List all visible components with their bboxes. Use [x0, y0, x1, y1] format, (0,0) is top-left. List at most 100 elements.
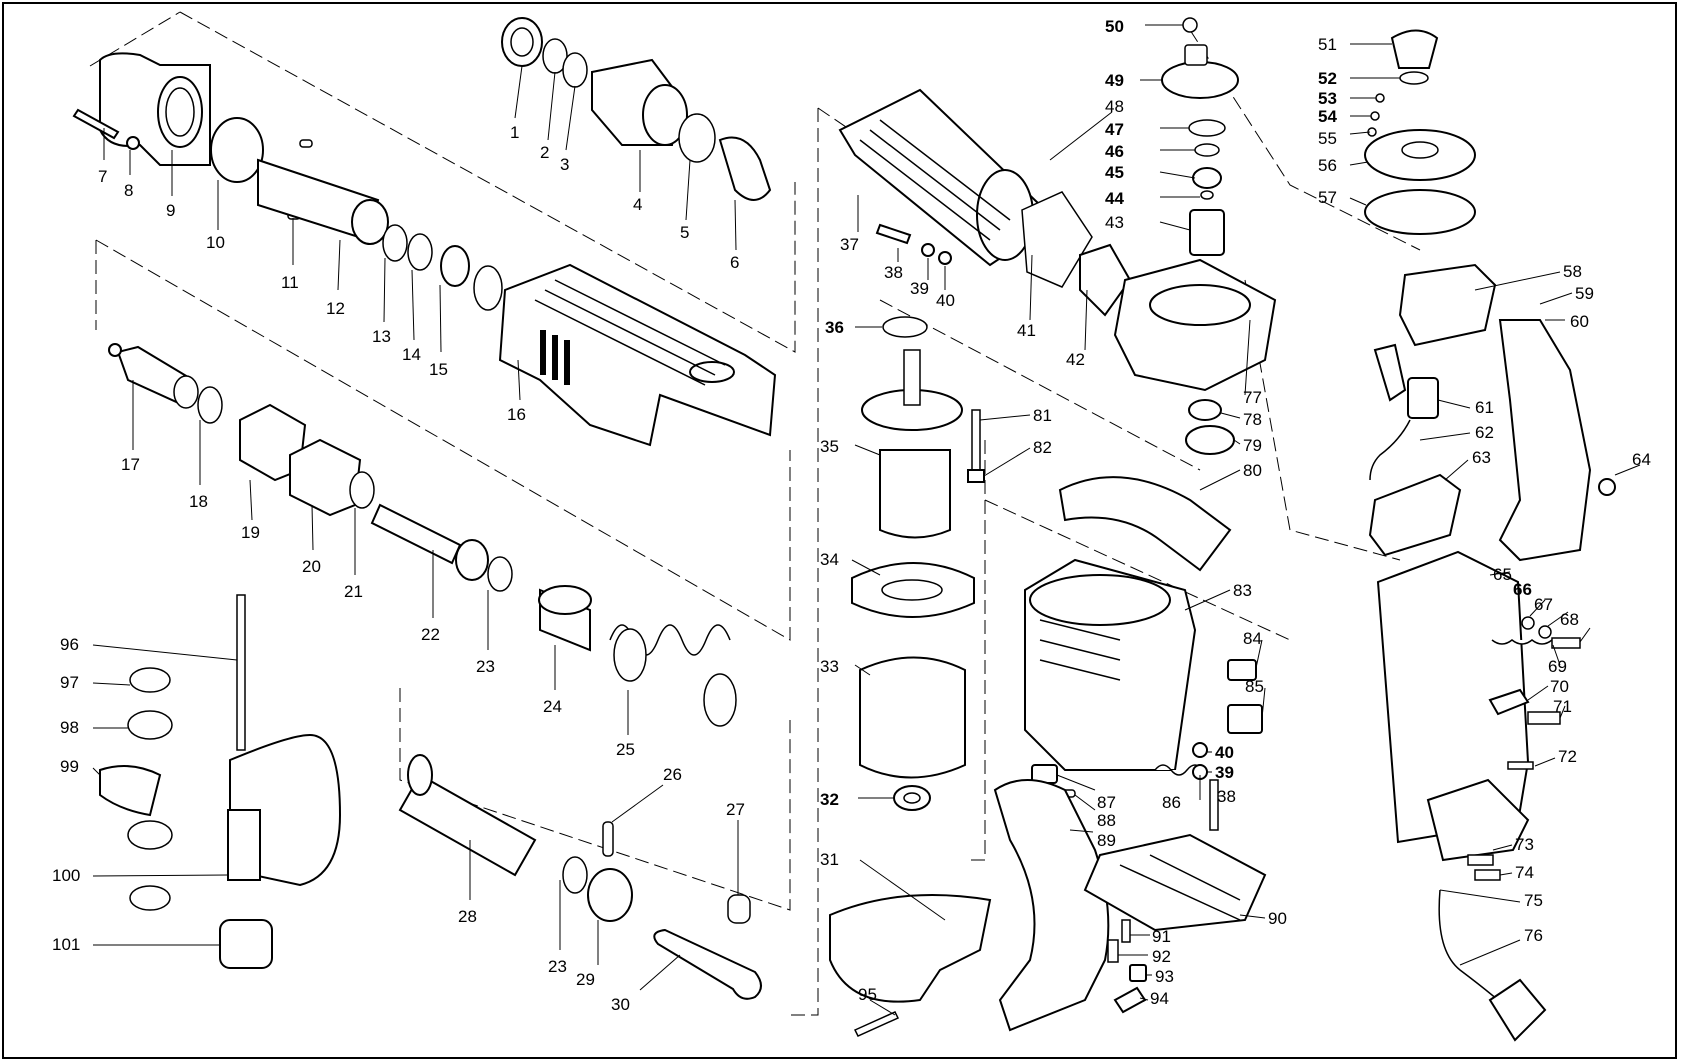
part-label: 85: [1245, 677, 1264, 696]
part-label: 12: [326, 299, 345, 318]
part-label: 94: [1150, 989, 1169, 1008]
part-label: 62: [1475, 423, 1494, 442]
part-label: 99: [60, 757, 79, 776]
part-label: 89: [1097, 831, 1116, 850]
part-label: 18: [189, 492, 208, 511]
part-label: 98: [60, 718, 79, 737]
part-label: 28: [458, 907, 477, 926]
part-label: 19: [241, 523, 260, 542]
part-label: 48: [1105, 97, 1124, 116]
part-shapes: [72, 17, 1616, 1042]
part-label: 3: [560, 155, 569, 174]
part-label: 68: [1560, 610, 1579, 629]
part-label: 9: [166, 201, 175, 220]
part-label: 40: [936, 291, 955, 310]
part-label: 37: [840, 235, 859, 254]
part-label: 75: [1524, 891, 1543, 910]
part-label: 79: [1243, 436, 1262, 455]
part-label: 13: [372, 327, 391, 346]
part-label: 29: [576, 970, 595, 989]
part-label: 38: [884, 263, 903, 282]
part-label: 31: [820, 850, 839, 869]
part-label: 16: [507, 405, 526, 424]
part-label: 39: [910, 279, 929, 298]
part-label: 65: [1493, 565, 1512, 584]
part-label: 50: [1105, 17, 1124, 36]
part-label: 41: [1017, 321, 1036, 340]
part-label: 47: [1105, 120, 1124, 139]
part-label: 17: [121, 455, 140, 474]
part-label: 83: [1233, 581, 1252, 600]
part-label: 96: [60, 635, 79, 654]
part-label: 92: [1152, 947, 1171, 966]
part-label: 11: [281, 273, 299, 292]
part-label: 97: [60, 673, 79, 692]
part-label: 15: [429, 360, 448, 379]
part-label: 76: [1524, 926, 1543, 945]
part-label: 80: [1243, 461, 1262, 480]
part-label: 64: [1632, 450, 1651, 469]
part-label: 22: [421, 625, 440, 644]
part-label: 72: [1558, 747, 1577, 766]
part-label: 34: [820, 550, 839, 569]
part-label: 54: [1318, 107, 1337, 126]
part-label: 77: [1243, 388, 1262, 407]
part-label: 95: [858, 985, 877, 1004]
part-label: 2: [540, 143, 549, 162]
part-label: 14: [402, 345, 421, 364]
part-label: 42: [1066, 350, 1085, 369]
part-label: 88: [1097, 811, 1116, 830]
part-label: 45: [1105, 163, 1124, 182]
part-label: 58: [1563, 262, 1582, 281]
part-label: 24: [543, 697, 562, 716]
part-label: 8: [124, 181, 133, 200]
part-label: 60: [1570, 312, 1589, 331]
leader-lines: [92, 24, 1641, 1016]
part-label: 57: [1318, 188, 1337, 207]
part-label: 87: [1097, 793, 1116, 812]
part-label: 36: [825, 318, 844, 337]
part-label: 66: [1513, 580, 1532, 599]
part-label: 71: [1553, 697, 1572, 716]
part-label: 5: [680, 223, 689, 242]
part-label: 20: [302, 557, 321, 576]
part-label: 1: [510, 123, 519, 142]
part-label: 4: [633, 195, 642, 214]
part-label: 23: [476, 657, 495, 676]
part-label: 63: [1472, 448, 1491, 467]
part-label: 81: [1033, 406, 1052, 425]
part-label: 56: [1318, 156, 1337, 175]
part-label: 90: [1268, 909, 1287, 928]
part-label: 61: [1475, 398, 1494, 417]
part-label: 38: [1217, 787, 1236, 806]
part-label: 69: [1548, 657, 1567, 676]
part-label: 93: [1155, 967, 1174, 986]
part-label: 33: [820, 657, 839, 676]
part-label: 30: [611, 995, 630, 1014]
part-label: 91: [1152, 927, 1171, 946]
part-label: 40: [1215, 743, 1234, 762]
part-label: 35: [820, 437, 839, 456]
part-label: 25: [616, 740, 635, 759]
part-label: 67: [1534, 595, 1553, 614]
part-label: 32: [820, 790, 839, 809]
part-label: 55: [1318, 129, 1337, 148]
part-label: 52: [1318, 69, 1337, 88]
part-labels: 1 2 3 4 5 6 7 8 9 10 11 12 13 14 15 16 1…: [52, 17, 1651, 1014]
part-label: 39: [1215, 763, 1234, 782]
part-label: 53: [1318, 89, 1337, 108]
part-label: 7: [98, 167, 107, 186]
part-label: 70: [1550, 677, 1569, 696]
part-label: 84: [1243, 629, 1262, 648]
part-label: 46: [1105, 142, 1124, 161]
part-label: 82: [1033, 438, 1052, 457]
part-label: 27: [726, 800, 745, 819]
part-label: 74: [1515, 863, 1534, 882]
part-label: 23: [548, 957, 567, 976]
part-label: 21: [344, 582, 363, 601]
part-label: 43: [1105, 213, 1124, 232]
part-label: 51: [1318, 35, 1337, 54]
part-label: 49: [1105, 71, 1124, 90]
part-label: 86: [1162, 793, 1181, 812]
